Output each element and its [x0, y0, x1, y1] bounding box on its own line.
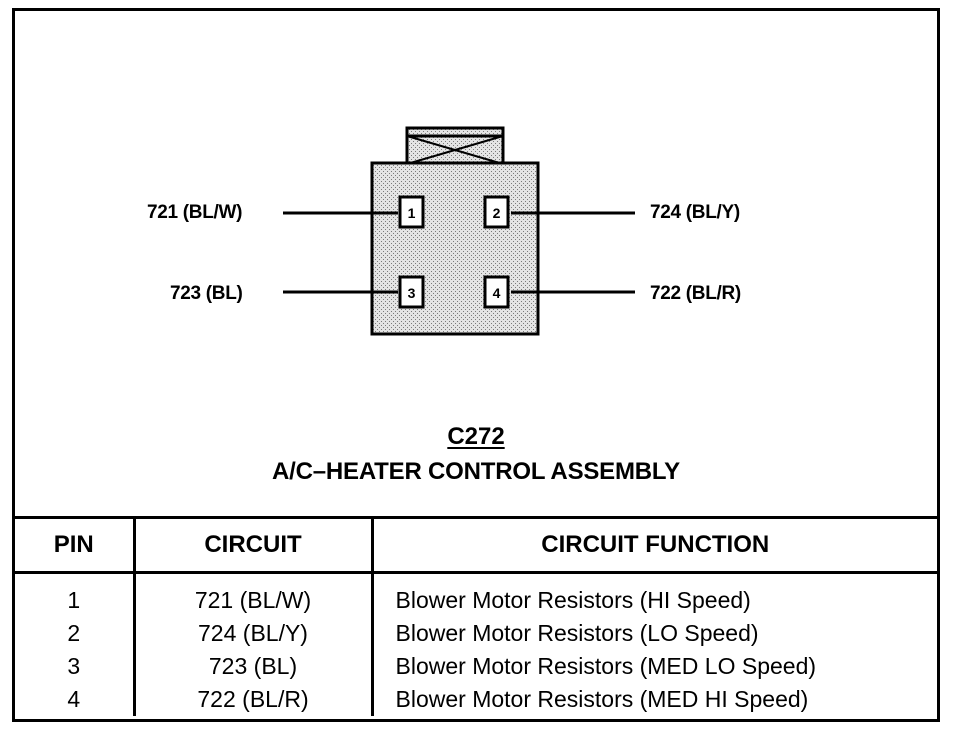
pin-cell: 4 [67, 686, 81, 712]
connector-name: A/C–HEATER CONTROL ASSEMBLY [272, 458, 680, 485]
table-header-row: PIN CIRCUIT CIRCUIT FUNCTION [15, 516, 937, 574]
svg-text:1: 1 [408, 205, 416, 221]
wire-label-pin-4: 722 (BL/R) [650, 283, 741, 304]
connector-id: C272 [447, 423, 505, 450]
table-row: 1 721 (BL/W) Blower Motor Resistors (HI … [15, 572, 937, 617]
header-pin: PIN [15, 516, 134, 574]
circuit-cell: 724 (BL/Y) [132, 617, 372, 650]
svg-text:2: 2 [493, 205, 501, 221]
wire-label-pin-2: 724 (BL/Y) [650, 202, 740, 223]
pin-cell: 3 [67, 653, 81, 679]
connector-lock-tab [405, 126, 505, 166]
connector-drawing: 1 2 3 4 [283, 126, 635, 336]
svg-text:4: 4 [493, 285, 501, 301]
circuit-cell: 723 (BL) [132, 650, 372, 683]
function-cell: Blower Motor Resistors (LO Speed) [370, 617, 937, 650]
wire-label-pin-1: 721 (BL/W) [147, 202, 243, 223]
connector-body [370, 161, 540, 336]
pin-cell: 2 [67, 620, 81, 646]
wire-label-pin-3: 723 (BL) [170, 283, 243, 304]
pin-cavity-4: 4 [483, 275, 510, 309]
pin-cavity-3: 3 [398, 275, 425, 309]
function-cell: Blower Motor Resistors (MED HI Speed) [370, 683, 937, 716]
header-function: CIRCUIT FUNCTION [370, 516, 937, 574]
pin-table: PIN CIRCUIT CIRCUIT FUNCTION 1 721 (BL/W… [15, 516, 937, 716]
circuit-cell: 721 (BL/W) [132, 572, 372, 617]
circuit-cell: 722 (BL/R) [132, 683, 372, 716]
pin-cavity-2: 2 [483, 195, 510, 229]
table-row: 4 722 (BL/R) Blower Motor Resistors (MED… [15, 683, 937, 716]
function-cell: Blower Motor Resistors (MED LO Speed) [370, 650, 937, 683]
connector-diagram: 1 2 3 4 721 (BL/W) 724 (BL/Y) 723 (BL) 7… [15, 11, 937, 516]
table-row: 3 723 (BL) Blower Motor Resistors (MED L… [15, 650, 937, 683]
header-circuit: CIRCUIT [132, 516, 372, 574]
function-cell: Blower Motor Resistors (HI Speed) [370, 572, 937, 617]
table-row: 2 724 (BL/Y) Blower Motor Resistors (LO … [15, 617, 937, 650]
pin-cell: 1 [67, 587, 81, 613]
svg-text:3: 3 [408, 285, 416, 301]
diagram-frame: 1 2 3 4 721 (BL/W) 724 (BL/Y) 723 (BL) 7… [12, 8, 940, 722]
pin-cavity-1: 1 [398, 195, 425, 229]
